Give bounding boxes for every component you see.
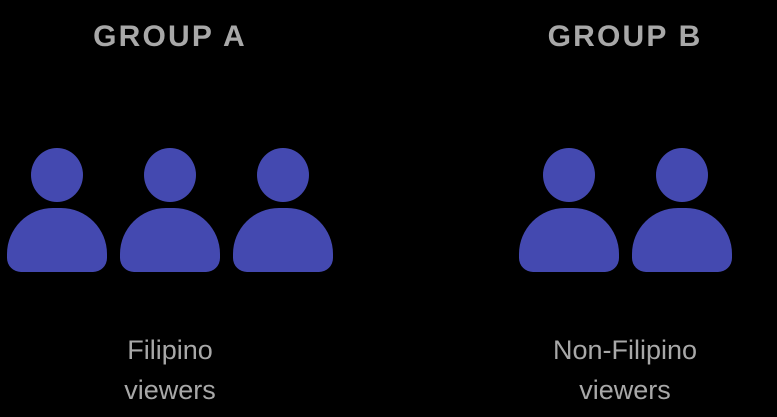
person-head-icon (144, 148, 196, 202)
person-head-icon (542, 148, 595, 202)
group-b-people-row (500, 146, 750, 272)
person-head-icon (655, 148, 708, 202)
group-b-caption: Non-Filipino viewers (500, 330, 750, 410)
person-body-icon (518, 208, 619, 272)
group-b-caption-line-2: viewers (579, 375, 671, 405)
group-a-caption-line-2: viewers (124, 375, 216, 405)
person-icon (631, 148, 732, 272)
group-a-caption-line-1: Filipino (127, 335, 213, 365)
person-icon (233, 148, 333, 272)
person-body-icon (7, 208, 107, 272)
group-a-caption: Filipino viewers (0, 330, 340, 410)
person-icon (7, 148, 107, 272)
person-head-icon (31, 148, 83, 202)
group-b-column: GROUP B Non-Filipino viewers (500, 0, 750, 417)
person-body-icon (631, 208, 732, 272)
person-icon (518, 148, 619, 272)
group-a-header: GROUP A (93, 20, 247, 53)
group-a-people-row (0, 146, 340, 272)
person-body-icon (120, 208, 220, 272)
person-head-icon (257, 148, 309, 202)
person-icon (120, 148, 220, 272)
group-b-caption-line-1: Non-Filipino (552, 335, 698, 365)
group-b-header: GROUP B (547, 20, 703, 53)
person-body-icon (233, 208, 333, 272)
group-a-column: GROUP A Filipino viewers (0, 0, 340, 417)
